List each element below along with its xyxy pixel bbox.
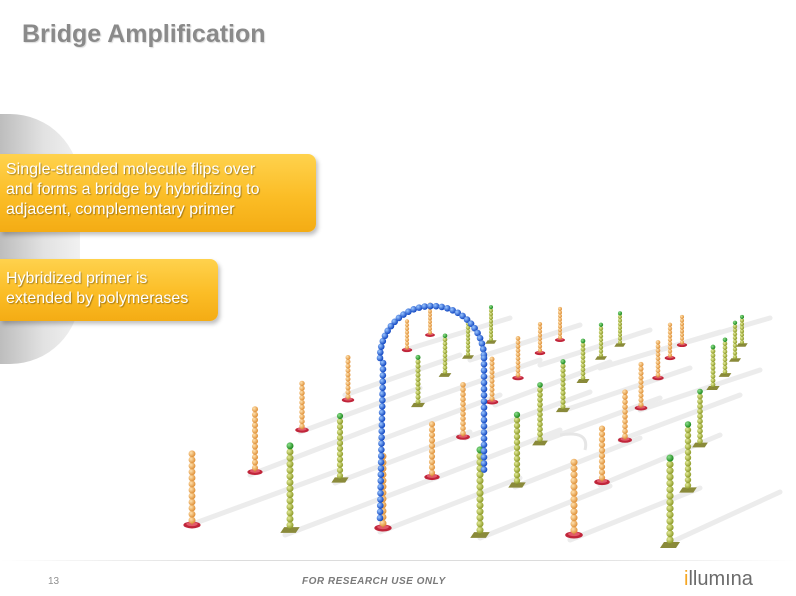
callout-bridge-line-2: and forms a bridge by hybridizing to xyxy=(6,181,260,198)
slide-title: Bridge Amplification xyxy=(22,20,266,48)
callout-bridge-step: Single-stranded molecule flips over and … xyxy=(0,154,316,232)
research-use-disclaimer: FOR RESEARCH USE ONLY xyxy=(302,576,446,587)
callout-bridge-line-3: adjacent, complementary primer xyxy=(6,201,235,218)
footer-divider xyxy=(0,560,796,561)
callout-bridge-line-1: Single-stranded molecule flips over xyxy=(6,161,256,178)
page-number: 13 xyxy=(48,576,60,587)
primer-strands xyxy=(183,302,748,548)
callout-extension-line-1: Hybridized primer is xyxy=(6,270,148,287)
bridge-molecule xyxy=(376,302,488,522)
callout-extension-line-2: extended by polymerases xyxy=(6,290,189,307)
illumina-logo: illumına xyxy=(684,568,753,590)
callout-extension-step: Hybridized primer is extended by polymer… xyxy=(0,259,218,321)
